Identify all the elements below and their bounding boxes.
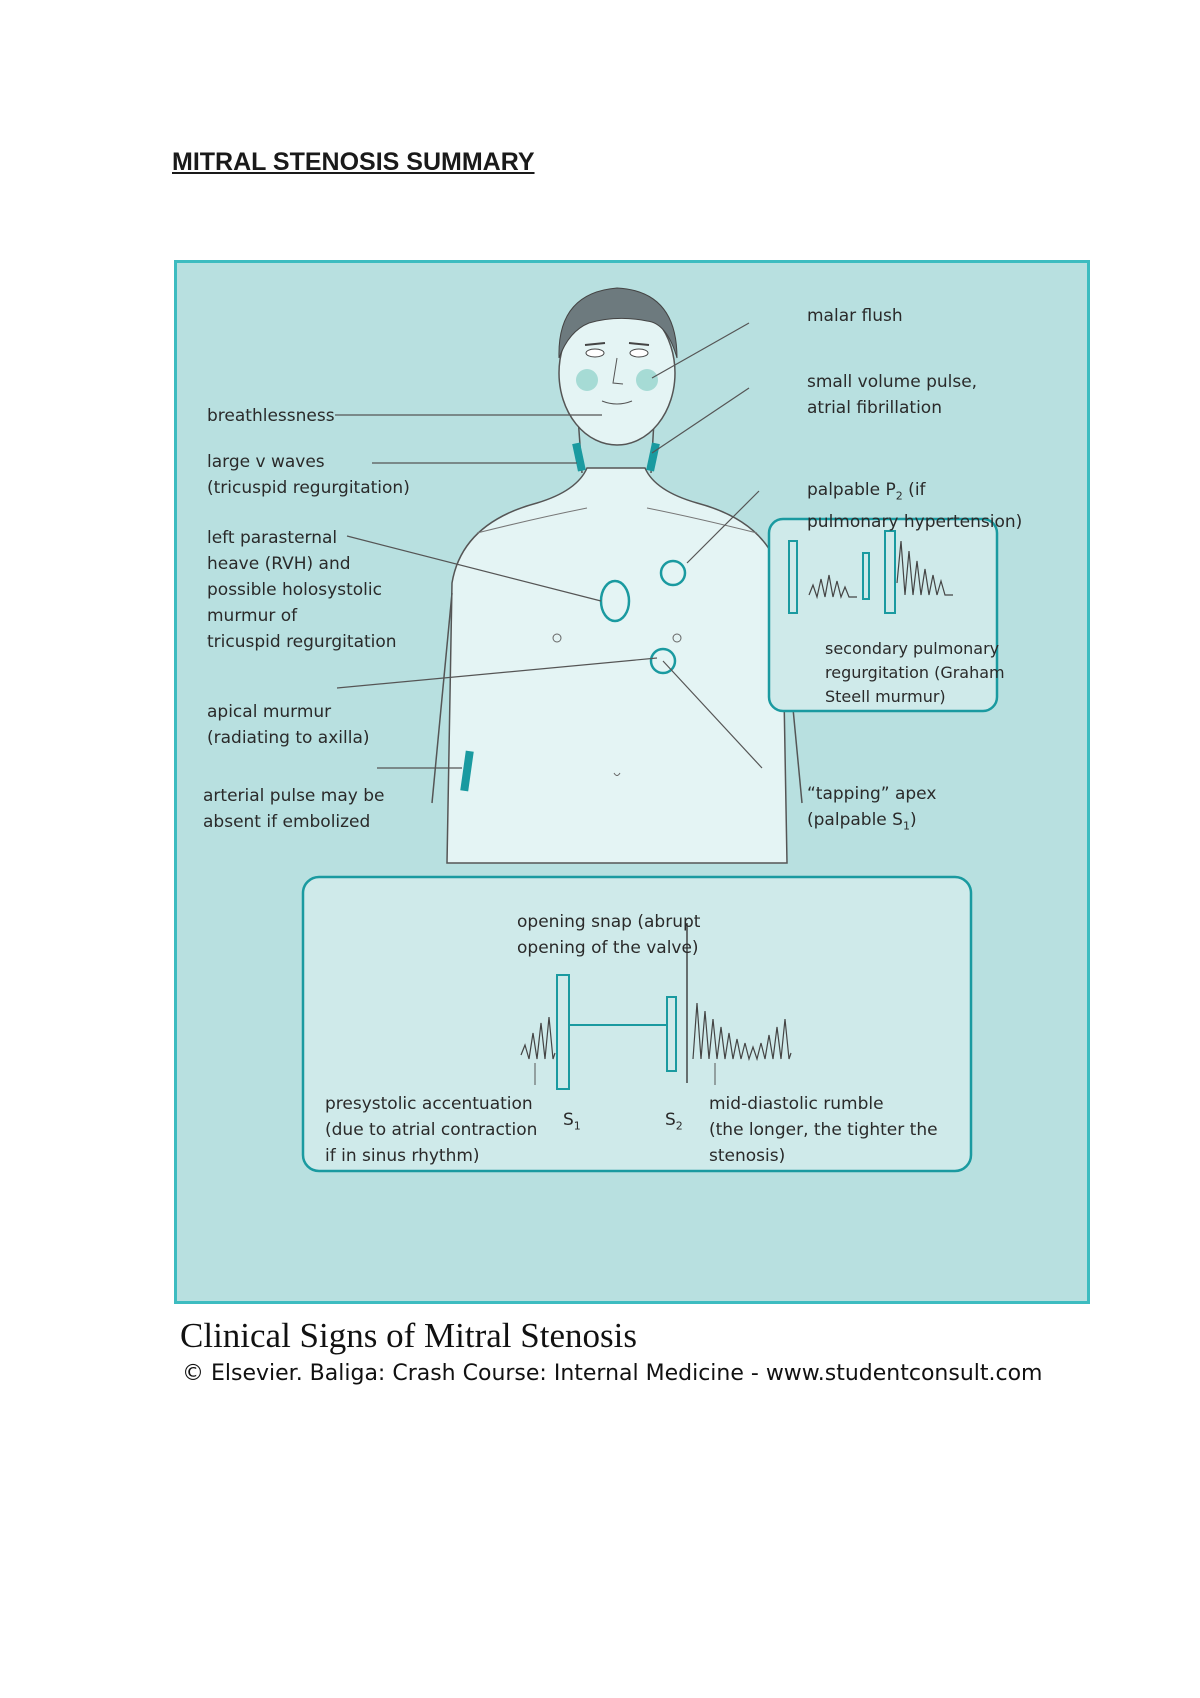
hair [558,287,678,359]
label-left-parasternal: left parasternal heave (RVH) and possibl… [207,528,397,652]
left-eye [585,348,605,358]
label-arterial-pulse: arterial pulse may be absent if embolize… [203,786,385,832]
label-mid-diastolic: mid-diastolic rumble (the longer, the ti… [709,1094,938,1166]
label-secondary-pulmonary: secondary pulmonary regurgitation (Graha… [825,639,1005,706]
mid-diastolic-waveform [692,1002,792,1062]
label-tapping-apex: “tapping” apex(palpable S1) [807,784,937,833]
page-title: MITRAL STENOSIS SUMMARY [172,148,535,176]
label-breathlessness: breathlessness [207,406,335,426]
right-eye [629,348,649,358]
caption-credit: © Elsevier. Baliga: Crash Course: Intern… [182,1361,1043,1386]
label-s2: S2 [665,1110,683,1133]
p2-circle [659,559,687,587]
neck-vein-left [572,442,586,472]
label-malar-flush: malar flush [807,306,903,326]
torso [446,467,788,864]
label-s1: S1 [563,1110,581,1133]
neck-vein-right [646,442,660,472]
diagram-figure: malar flush small volume pulse, atrial f… [174,260,1090,1304]
diagram-artwork [301,287,999,1173]
presystolic-waveform [520,1016,556,1060]
arterial-pulse-marker [460,750,474,792]
malar-flush-left [576,369,598,391]
label-opening-snap: opening snap (abrupt opening of the valv… [517,912,701,958]
apex-circle [649,647,677,675]
caption-title: Clinical Signs of Mitral Stenosis [180,1316,637,1355]
label-presystolic: presystolic accentuation (due to atrial … [325,1094,538,1166]
label-large-v-waves: large v waves (tricuspid regurgitation) [207,452,410,498]
s1-bar [556,974,570,1090]
malar-flush-right [636,369,658,391]
graham-steell-box [767,517,999,713]
label-palpable-p2: palpable P2 (if pulmonary hypertension) [807,480,1023,533]
s2-bar [666,996,677,1072]
label-apical-murmur: apical murmur (radiating to axilla) [207,702,370,748]
graham-steell-waveform [808,540,953,600]
label-small-volume-pulse: small volume pulse, atrial fibrillation [807,372,978,418]
leader-lines [335,322,763,769]
